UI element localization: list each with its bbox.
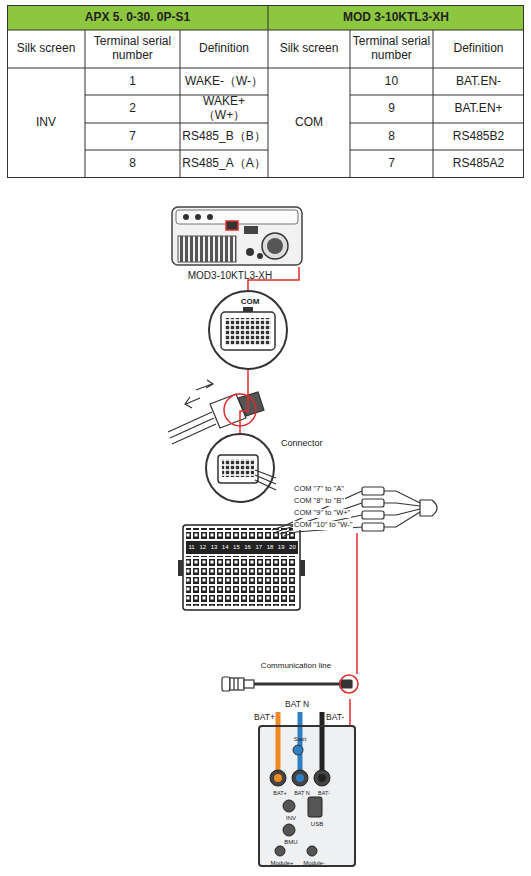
connector-plug <box>218 455 276 490</box>
inverter-drawing <box>172 207 302 265</box>
table-cell: Terminal serial number <box>350 30 433 68</box>
callout-label: BAT N <box>285 700 309 710</box>
callout-label: BAT+ <box>254 713 275 723</box>
node-text: BAT+ <box>273 790 287 796</box>
node-text: BAT- <box>318 790 330 796</box>
battery-module: StartBAT+ BAT N BAT- INV USB BMU Module+ Module… <box>258 725 356 867</box>
table-cell: 8 <box>85 150 180 178</box>
fan-out-cable <box>272 487 437 536</box>
pin-number: 19 <box>276 541 287 554</box>
leader-connector <box>349 699 351 725</box>
node-text: USB <box>311 821 323 828</box>
table-cell: Definition <box>180 30 268 68</box>
pin-number: 20 <box>287 541 298 554</box>
zoom-callout: COM <box>208 290 288 370</box>
node-text: INV <box>286 815 296 822</box>
table-cell: Silk screen <box>7 30 85 68</box>
node-text: BMU <box>284 839 297 846</box>
table-cell: RS485_B（B） <box>180 123 268 150</box>
node-text: Module+ <box>270 860 293 867</box>
terminal-block <box>178 525 305 610</box>
pin-number: 15 <box>231 541 242 554</box>
callout-label: COM "7" to "A" <box>293 485 345 494</box>
table-cell: RS485_A（A） <box>180 150 268 178</box>
com-socket <box>221 307 275 350</box>
leader-line <box>356 533 358 674</box>
leader-connector <box>240 370 248 433</box>
table-cell: WAKE-（W-） <box>180 68 268 95</box>
pin-number: 17 <box>253 541 264 554</box>
node-text: Start <box>294 736 307 743</box>
table-cell: 1 <box>85 68 180 95</box>
table-cell: Silk screen <box>268 30 350 68</box>
table-cell: 7 <box>350 150 433 178</box>
pin-number: 13 <box>208 541 219 554</box>
table-cell: WAKE+（W+） <box>180 95 268 123</box>
table-cell: INV <box>7 68 85 178</box>
pin-number: 12 <box>197 541 208 554</box>
node-text: Module- <box>303 860 325 867</box>
callout-label: COM "10" to "W-" <box>293 521 353 530</box>
pin-number: 16 <box>242 541 253 554</box>
table-cell: RS485A2 <box>433 150 524 178</box>
pin-number: 11 <box>186 541 197 554</box>
table-cell: 10 <box>350 68 433 95</box>
table-cell: 7 <box>85 123 180 150</box>
table-cell: COM <box>268 68 350 178</box>
callout-label: COM "9" to "W+" <box>293 509 351 518</box>
table-cell: BAT.EN- <box>433 68 524 95</box>
node-text: Connector <box>281 439 323 449</box>
table-cell: 9 <box>350 95 433 123</box>
node-text: MOD3-10KTL3-XH <box>188 270 272 281</box>
pin-number: 14 <box>220 541 231 554</box>
table-cell: APX 5. 0-30. 0P-S1 <box>7 5 268 30</box>
table-cell: BAT.EN+ <box>433 95 524 123</box>
pin-number: 18 <box>264 541 275 554</box>
table-grid <box>7 5 524 178</box>
device-node: Communication line <box>218 662 363 699</box>
table-cell: Terminal serial number <box>85 30 180 68</box>
callout-label: COM "8" to "B" <box>293 497 345 506</box>
node-text: Communication line <box>261 662 331 671</box>
node-text: COM <box>241 298 260 307</box>
battery-panel <box>258 712 356 867</box>
communication-plug <box>222 675 358 693</box>
zoom-callout: Connector <box>205 433 275 503</box>
table-cell: RS485B2 <box>433 123 524 150</box>
node-text: BAT N <box>294 790 310 796</box>
table-cell: Definition <box>433 30 524 68</box>
table-cell: 2 <box>85 95 180 123</box>
device-node: MOD3-10KTL3-XH <box>170 205 305 267</box>
table-cell: MOD 3-10KTL3-XH <box>268 5 524 30</box>
table-cell: 8 <box>350 123 433 150</box>
callout-label: BAT- <box>326 713 344 723</box>
